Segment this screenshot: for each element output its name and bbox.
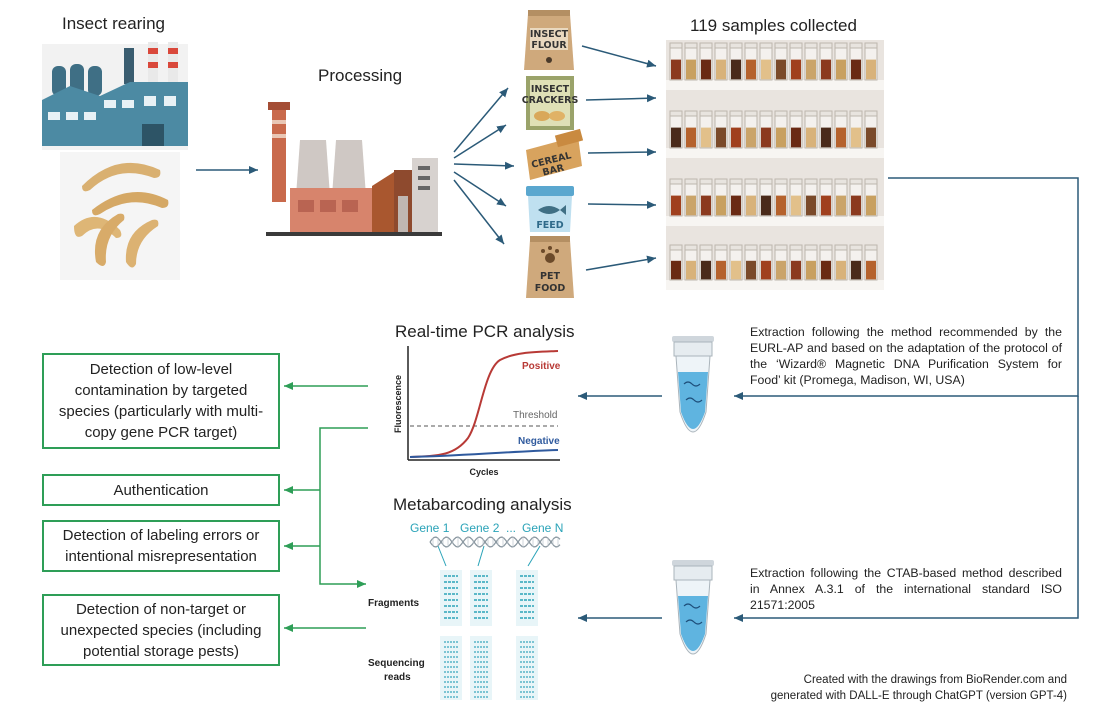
pcr-x-axis-label: Cycles (469, 467, 498, 477)
pcr-y-axis-label: Fluorescence (393, 375, 403, 433)
outcome-low-level-box: Detection of low-level contamination by … (42, 353, 280, 449)
feed-package-icon: FEED (526, 186, 574, 232)
gene-2-label: Gene 2 (460, 521, 500, 535)
cereal-bar-package-icon: CEREAL BAR (526, 128, 584, 180)
positive-label: Positive (522, 361, 561, 372)
gene-1-label: Gene 1 (410, 521, 450, 535)
metabarcoding-heading: Metabarcoding analysis (393, 495, 572, 514)
sequencing-reads-label-2: reads (384, 672, 411, 683)
insect-rearing-heading: Insect rearing (62, 14, 165, 33)
negative-curve (409, 449, 559, 458)
threshold-label: Threshold (513, 410, 557, 421)
rearing-factory-icon (42, 42, 188, 150)
feed-label: FEED (536, 220, 563, 231)
outcome-authentication-box: Authentication (42, 474, 280, 506)
credit-line-1: Created with the drawings from BioRender… (803, 674, 1067, 686)
outcome-non-target-text: Detection of non-target or unexpected sp… (60, 600, 262, 660)
pcr-extraction-note: Extraction following the method recommen… (750, 325, 1062, 387)
processing-heading: Processing (318, 66, 403, 85)
pcr-heading: Real-time PCR analysis (395, 322, 575, 341)
larvae-icon (60, 152, 180, 280)
outcome-non-target-box: Detection of non-target or unexpected sp… (42, 594, 280, 666)
ctab-extraction-tube-icon (672, 560, 714, 655)
pcr-chart: Positive Threshold Negative Fluorescence… (393, 346, 561, 477)
insect-crackers-package-icon: INSECT CRACKERS (522, 76, 579, 130)
sequencing-reads-label-1: Sequencing (368, 658, 425, 669)
sample-shelves-image (666, 40, 884, 290)
insect-flour-package-icon: INSECT FLOUR (524, 10, 574, 70)
pcr-extraction-tube-icon (672, 336, 714, 433)
insect-crackers-label-1: INSECT (531, 84, 570, 95)
insect-flour-label-1: INSECT (530, 29, 569, 40)
metabarcoding-figure: Gene 1 Gene 2 ... Gene N Fragments Seque… (368, 521, 563, 700)
positive-curve (409, 350, 559, 458)
insect-flour-label-2: FLOUR (531, 40, 567, 51)
fragments-label: Fragments (368, 598, 420, 609)
processing-factory-icon (266, 102, 442, 236)
gene-n-label: Gene N (522, 521, 563, 535)
gene-dots-label: ... (506, 521, 516, 535)
insect-crackers-label-2: CRACKERS (522, 95, 579, 106)
pet-food-package-icon: PET FOOD (526, 236, 574, 298)
pet-food-label-1: PET (540, 271, 560, 282)
cereal-bar-label-2: BAR (541, 162, 566, 178)
negative-label: Negative (518, 436, 560, 447)
ctab-extraction-note: Extraction following the CTAB-based meth… (750, 566, 1062, 612)
outcome-labeling-box: Detection of labeling errors or intentio… (42, 520, 280, 572)
outcome-authentication-text: Authentication (113, 481, 209, 499)
credit-line-2: generated with DALL-E through ChatGPT (v… (770, 690, 1067, 702)
outcome-low-level-text: Detection of low-level contamination by … (58, 361, 264, 441)
outcome-labeling-text: Detection of labeling errors or intentio… (62, 527, 260, 565)
samples-heading: 119 samples collected (690, 16, 857, 35)
pet-food-label-2: FOOD (535, 283, 566, 294)
credit-note: Created with the drawings from BioRender… (727, 672, 1067, 704)
